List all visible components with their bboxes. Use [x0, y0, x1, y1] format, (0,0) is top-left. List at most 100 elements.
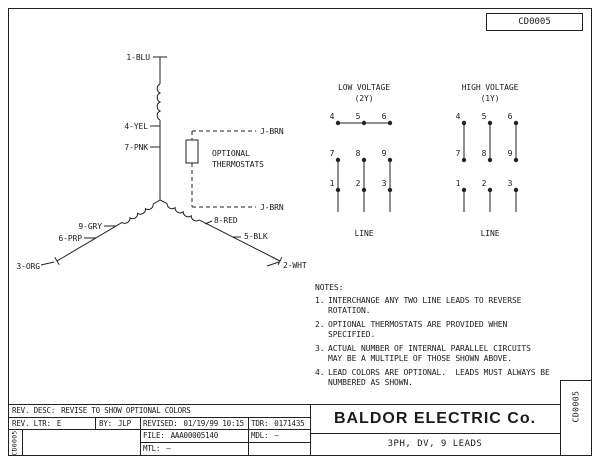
high-voltage-subtitle: (1Y) [480, 94, 500, 103]
terminal-number: 1 [329, 179, 335, 188]
rev-desc-field: REV. DESC: REVISE TO SHOW OPTIONAL COLORS [12, 405, 191, 416]
note-text: ACTUAL NUMBER OF INTERNAL PARALLEL CIRCU… [328, 344, 531, 363]
terminal-number: 6 [381, 112, 387, 121]
title-block-line [140, 417, 141, 456]
revised-label: REVISED: [143, 419, 178, 428]
thermostat-label-line2: THERMOSTATS [212, 160, 264, 169]
title-block-line [8, 417, 310, 418]
rev-desc-label: REV. DESC: [12, 406, 56, 415]
lead-label-3-org: 3-ORG [16, 262, 40, 271]
terminal-number: 2 [481, 179, 487, 188]
revised-field: REVISED: 01/19/99 10:15 [143, 418, 244, 429]
terminal-dots [335, 120, 393, 193]
by-label: BY: [99, 419, 112, 428]
mdl-label: MDL: [251, 431, 269, 440]
mtl-value: – [166, 444, 171, 453]
file-label: FILE: [143, 431, 165, 440]
lead-label-j-brn-top: J-BRN [260, 127, 284, 136]
title-block-line [8, 404, 560, 405]
lead-label-j-brn-bottom: J-BRN [260, 203, 284, 212]
note-text: INTERCHANGE ANY TWO LINE LEADS TO REVERS… [328, 296, 522, 315]
high-voltage-line-label: LINE [480, 229, 500, 238]
low-voltage-line-label: LINE [354, 229, 374, 238]
terminal-number: 3 [507, 179, 513, 188]
terminal-number: 3 [381, 179, 387, 188]
low-voltage-connection-lines [335, 120, 393, 212]
title-block-line [560, 380, 561, 456]
title-block-line [248, 417, 249, 456]
title-block-line [310, 404, 311, 456]
lead-label-9-gry: 9-GRY [78, 222, 102, 231]
doc-number-vertical-right: CD0005 [560, 380, 592, 433]
company-name: BALDOR ELECTRIC Co. [333, 410, 537, 427]
file-field: FILE: AAA00005140 [143, 430, 218, 441]
low-voltage-subtitle: (2Y) [354, 94, 374, 103]
rev-ltr-value: E [56, 419, 62, 428]
high-voltage-connection-lines [461, 120, 519, 212]
tdr-value: 0171435 [274, 419, 305, 428]
mtl-label: MTL: [143, 444, 161, 453]
note-number: 2. [315, 320, 325, 329]
terminal-number: 5 [481, 112, 487, 121]
drawing-description: 3PH, DV, 9 LEADS [387, 439, 483, 449]
wye-winding-diagram [40, 56, 283, 267]
thermostat-label-line1: OPTIONAL [212, 149, 250, 158]
terminal-number: 9 [507, 149, 513, 158]
title-block-line [22, 429, 23, 456]
terminal-number: 4 [329, 112, 335, 121]
title-block-line [95, 417, 96, 429]
note-number: 3. [315, 344, 325, 353]
mdl-field: MDL:– [251, 430, 279, 441]
lead-label-6-prp: 6-PRP [58, 234, 82, 243]
tdr-label: TDR: [251, 419, 269, 428]
terminal-number: 1 [455, 179, 461, 188]
notes-heading: NOTES: [315, 283, 344, 292]
lead-label-2-wht: 2-WHT [283, 261, 307, 270]
rev-ltr-label: REV. LTR: [12, 419, 51, 428]
doc-number-box: CD0005 [486, 13, 583, 31]
note-number: 1. [315, 296, 325, 305]
revised-value: 01/19/99 10:15 [183, 419, 245, 428]
file-value: AAA00005140 [170, 431, 219, 440]
doc-number-text: CD0005 [571, 390, 581, 423]
mdl-value: – [274, 431, 279, 440]
terminal-number: 7 [455, 149, 461, 158]
tdr-field: TDR: 0171435 [251, 418, 305, 429]
high-voltage-title: HIGH VOLTAGE [461, 83, 519, 92]
thermostat-leads-dashed [191, 130, 256, 208]
terminal-number: 5 [355, 112, 361, 121]
low-voltage-title: LOW VOLTAGE [338, 83, 390, 92]
rev-ltr-field: REV. LTR: E [12, 418, 61, 429]
terminal-number: 4 [455, 112, 461, 121]
terminal-number: 7 [329, 149, 335, 158]
lead-label-5-blk: 5-BLK [244, 232, 268, 241]
terminal-number: 8 [481, 149, 487, 158]
doc-number: CD0005 [518, 17, 551, 27]
lead-label-8-red: 8-RED [214, 216, 238, 225]
title-block-line [8, 429, 310, 430]
note-item: 1. INTERCHANGE ANY TWO LINE LEADS TO REV… [315, 296, 565, 316]
title-block-line [310, 433, 560, 434]
terminal-dots [461, 120, 519, 193]
terminal-number: 9 [381, 149, 387, 158]
terminal-number: 8 [355, 149, 361, 158]
by-field: BY: JLP [99, 418, 131, 429]
terminal-number: 6 [507, 112, 513, 121]
note-item: 2. OPTIONAL THERMOSTATS ARE PROVIDED WHE… [315, 320, 565, 340]
doc-number-text: CD0005 [11, 429, 19, 456]
thermostat-symbol [185, 139, 199, 164]
doc-number-vertical-left: CD0005 [8, 429, 22, 456]
title-block-line [560, 380, 592, 381]
notes-section: NOTES: 1. INTERCHANGE ANY TWO LINE LEADS… [315, 283, 565, 388]
terminal-number: 2 [355, 179, 361, 188]
sheet-border [8, 8, 592, 456]
lead-label-7-pnk: 7-PNK [124, 143, 148, 152]
title-block-line [140, 442, 310, 443]
by-value: JLP [117, 419, 131, 428]
note-text: LEAD COLORS ARE OPTIONAL. LEADS MUST ALW… [328, 368, 550, 387]
lead-label-4-yel: 4-YEL [124, 122, 148, 131]
note-text: OPTIONAL THERMOSTATS ARE PROVIDED WHEN S… [328, 320, 508, 339]
rev-desc-value: REVISE TO SHOW OPTIONAL COLORS [61, 406, 191, 415]
